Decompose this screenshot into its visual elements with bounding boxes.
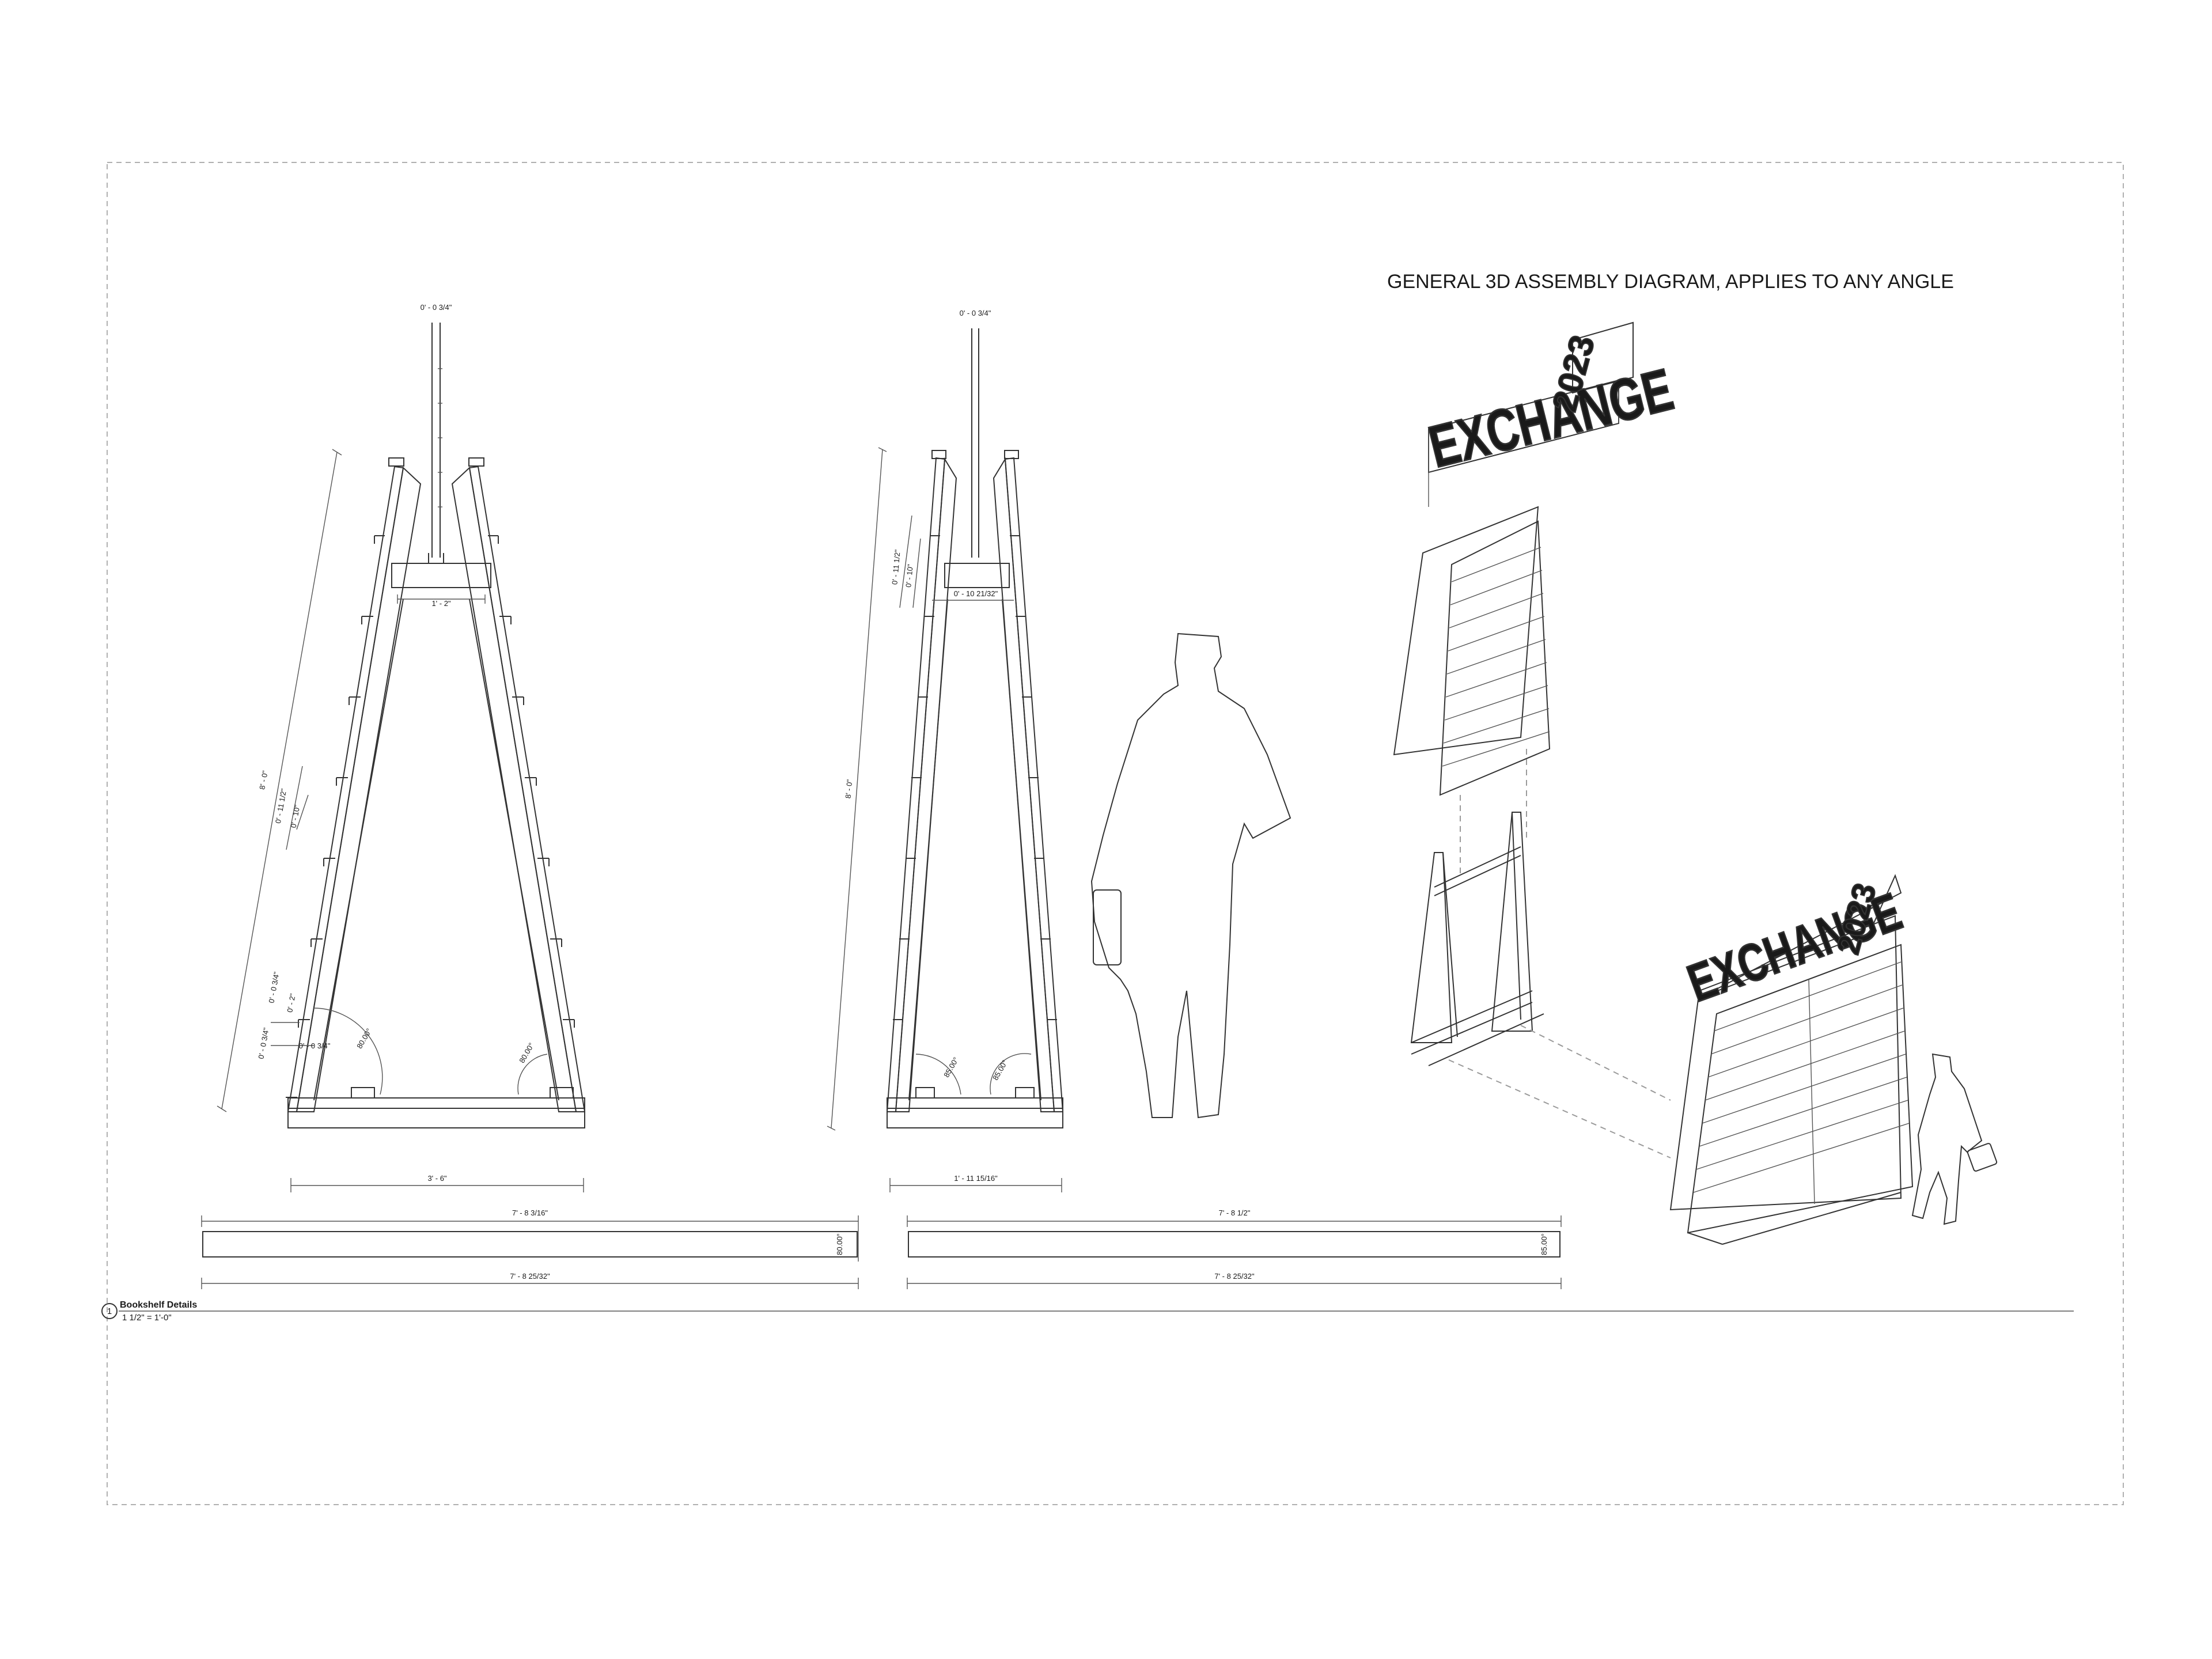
mast-thickness-dim-a: 0' - 0 3/4" <box>421 303 452 312</box>
shelf-spacing-outer-dim-b: 0' - 11 1/2" <box>890 549 902 585</box>
exploded-frame <box>1410 812 1544 1066</box>
shelf-spacing-outer-dim-a: 0' - 11 1/2" <box>274 787 288 824</box>
exploded-sign: EXCHANGE 2023 <box>1422 321 1680 507</box>
board-a-angle: 80.00° <box>835 1233 844 1255</box>
view-caption: 1 Bookshelf Details 1 1/2" = 1'-0" <box>101 1300 2074 1323</box>
board-dim-d: 0' - 0 3/4" <box>299 1041 331 1050</box>
shelf-spacing-inner-dim-b: 0' - 10" <box>904 563 914 588</box>
sheet-frame <box>107 162 2124 1505</box>
assembled-bookshelf: EXCHANGE 2023 <box>1669 874 1914 1245</box>
assembly-title: GENERAL 3D ASSEMBLY DIAGRAM, APPLIES TO … <box>1387 271 1954 293</box>
angle-right-dim-a: 80.00° <box>517 1041 536 1065</box>
small-person-silhouette <box>1911 1053 1983 1225</box>
board-b-detail: 7' - 8 1/2" 85.00° 7' - 8 25/32" <box>907 1209 1562 1289</box>
board-b-top-length: 7' - 8 1/2" <box>1219 1209 1251 1217</box>
exploded-sign-text: EXCHANGE <box>1423 357 1680 481</box>
board-dim-a: 0' - 0 3/4" <box>267 971 281 1004</box>
board-b-bottom-length: 7' - 8 25/32" <box>1214 1272 1255 1281</box>
board-a-bottom-length: 7' - 8 25/32" <box>510 1272 550 1281</box>
board-a-detail: 7' - 8 3/16" 80.00° 7' - 8 25/32" <box>201 1209 859 1289</box>
exploded-shelf-panel <box>1393 506 1551 796</box>
board-b-angle: 85.00° <box>1540 1233 1548 1255</box>
elevation-a: 0' - 0 3/4" 1' - 2" 8' - 0" 0' - 11 1/2"… <box>217 303 586 1192</box>
angle-left-dim-b: 85.00° <box>942 1056 960 1079</box>
base-width-dim-b: 1' - 11 15/16" <box>954 1174 998 1183</box>
top-block-width-dim-b: 0' - 10 21/32" <box>954 589 998 598</box>
view-scale: 1 1/2" = 1'-0" <box>122 1313 172 1323</box>
board-dim-b: 0' - 2" <box>285 993 297 1013</box>
base-width-dim-a: 3' - 6" <box>427 1174 446 1183</box>
angle-right-dim-b: 85.00° <box>991 1059 1009 1082</box>
elevation-b: 0' - 0 3/4" 0' - 11 1/2" 0' - 10" 0' - 1… <box>827 309 1064 1192</box>
view-title: Bookshelf Details <box>120 1300 197 1310</box>
side-length-dim-a: 8' - 0" <box>257 770 270 790</box>
board-a-top-length: 7' - 8 3/16" <box>512 1209 548 1217</box>
board-dim-c: 0' - 0 3/4" <box>256 1027 270 1060</box>
mast-thickness-dim-b: 0' - 0 3/4" <box>960 309 991 317</box>
view-number: 1 <box>107 1306 112 1316</box>
shelf-spacing-inner-dim-a: 0' - 10" <box>289 804 302 829</box>
side-length-dim-b: 8' - 0" <box>844 779 854 799</box>
person-silhouette <box>1090 632 1291 1119</box>
top-block-width-dim-a: 1' - 2" <box>431 599 450 608</box>
